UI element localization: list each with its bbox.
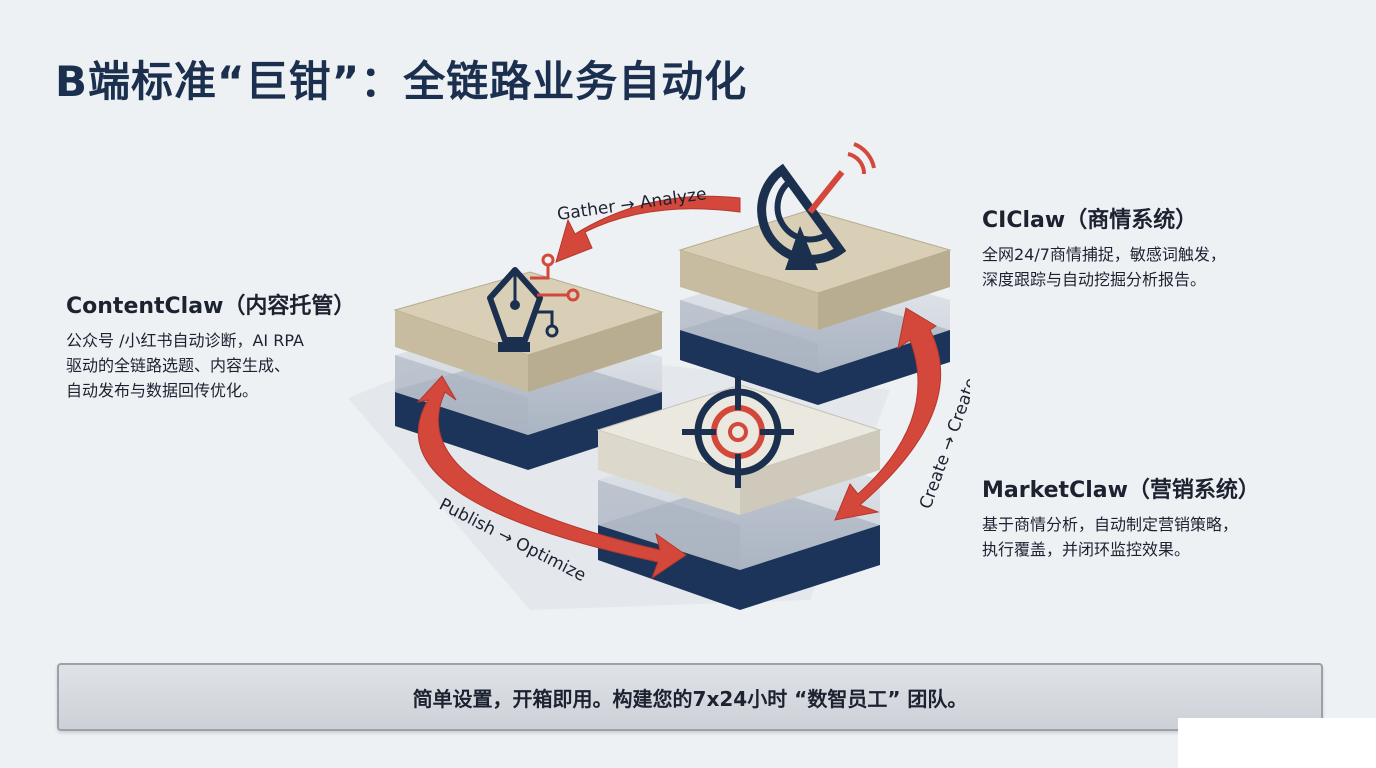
contentclaw-description: ContentClaw（内容托管） 公众号 /小红书自动诊断，AI RPA 驱动… — [66, 288, 355, 403]
contentclaw-tile — [393, 271, 664, 470]
corner-patch — [1178, 718, 1376, 768]
ciclaw-tile — [678, 209, 952, 405]
marketclaw-description: MarketClaw（营销系统） 基于商情分析，自动制定营销策略， 执行覆盖，并… — [982, 472, 1260, 562]
ciclaw-heading: CIClaw（商情系统） — [982, 208, 1198, 233]
page-title: B端标准“巨钳”：全链路业务自动化 — [55, 57, 748, 106]
target-crosshair-icon — [682, 376, 794, 488]
arrow-create-create — [834, 307, 942, 521]
arrow-gather-analyze — [555, 195, 741, 263]
contentclaw-heading: ContentClaw（内容托管） — [66, 294, 356, 319]
ciclaw-text: 全网24/7商情捕捉，敏感词触发， 深度跟踪与自动挖掘分析报告。 — [982, 245, 1226, 289]
marketclaw-text: 基于商情分析，自动制定营销策略， 执行覆盖，并闭环监控效果。 — [982, 515, 1239, 559]
claw-cycle-diagram: Gather → Analyze Create → Create Publish… — [348, 142, 970, 610]
marketclaw-tile — [596, 384, 882, 610]
arrow-publish-optimize — [416, 375, 687, 580]
satellite-dish-icon — [757, 142, 876, 270]
footer-text: 简单设置，开箱即用。构建您的7x24小时 “数智员工” 团队。 — [412, 686, 968, 711]
ciclaw-description: CIClaw（商情系统） 全网24/7商情捕捉，敏感词触发， 深度跟踪与自动挖掘… — [982, 202, 1226, 292]
flow-label-gather-analyze: Gather → Analyze — [556, 184, 708, 225]
pen-circuit-icon — [487, 253, 580, 352]
footer-banner: 简单设置，开箱即用。构建您的7x24小时 “数智员工” 团队。 — [57, 663, 1323, 731]
contentclaw-text: 公众号 /小红书自动诊断，AI RPA 驱动的全链路选题、内容生成、 自动发布与… — [66, 331, 304, 400]
marketclaw-heading: MarketClaw（营销系统） — [982, 478, 1260, 503]
